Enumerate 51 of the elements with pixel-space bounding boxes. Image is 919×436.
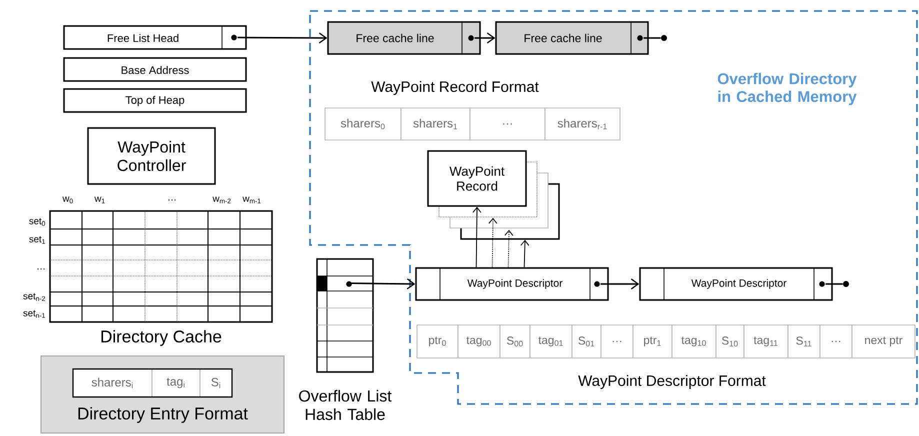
format-caption: WayPoint Record Format xyxy=(371,81,539,95)
format-field: ptr$_{0}$ xyxy=(416,324,458,358)
format-field: S$_{11}$ xyxy=(788,324,820,358)
format-field: S$_{00}$ xyxy=(500,324,530,358)
arrow xyxy=(472,206,482,268)
format-field: sharers$_{i}$ xyxy=(72,368,152,398)
column-label: w$_{m-1}$ xyxy=(242,196,261,204)
directory-cache-grid: Directory Cache xyxy=(49,210,273,346)
row-label: set$_{1}$ xyxy=(29,236,45,244)
row-label: set$_{0}$ xyxy=(29,218,46,226)
arrow xyxy=(504,230,514,268)
format-field: tag$_{00}$ xyxy=(458,324,500,358)
format-field: … xyxy=(470,108,546,140)
format-field: tag$_{01}$ xyxy=(530,324,572,358)
format-field: sharers$_{0}$ xyxy=(324,108,402,140)
format-field: sharers$_{r-1}$ xyxy=(544,108,620,140)
arrow xyxy=(351,278,416,290)
arrow xyxy=(238,32,328,44)
format-field: tag$_{11}$ xyxy=(744,324,788,358)
register-box: Base Address xyxy=(63,57,247,82)
format-field: … xyxy=(600,324,634,358)
row-label: … xyxy=(38,268,45,270)
format-field: tag$_{10}$ xyxy=(672,324,716,358)
format-caption: WayPoint Descriptor Format xyxy=(578,375,766,389)
format-field: tag$_{i}$ xyxy=(152,368,200,398)
row-label: set$_{n-2}$ xyxy=(23,293,45,301)
column-label: w$_{1}$ xyxy=(94,196,105,204)
hash-table: Overflow List Hash Table xyxy=(299,258,392,420)
format-field: S$_{01}$ xyxy=(572,324,602,358)
node-label: Directory Cache xyxy=(101,330,222,346)
column-label: … xyxy=(168,199,176,200)
format-field: ptr$_{1}$ xyxy=(632,324,672,358)
format-field: … xyxy=(820,324,852,358)
register-box: Free List Head xyxy=(63,25,247,50)
arrow xyxy=(520,240,530,268)
arrow xyxy=(488,218,498,268)
record-stack: WayPoint Record xyxy=(427,150,560,240)
descriptor-box: WayPoint Descriptor xyxy=(415,267,609,301)
format-field: next ptr xyxy=(852,324,916,358)
arrow xyxy=(600,278,640,290)
controller-box: WayPoint Controller xyxy=(87,127,216,185)
arrow xyxy=(474,32,496,44)
column-label: w$_{m-2}$ xyxy=(212,196,231,204)
row-label: set$_{n-1}$ xyxy=(23,310,45,318)
register-box: Top of Heap xyxy=(63,88,247,113)
node-label: Overflow List Hash Table xyxy=(299,390,392,420)
column-label: w$_{0}$ xyxy=(62,196,73,204)
format-field: S$_{10}$ xyxy=(716,324,744,358)
format-field: S$_{i}$ xyxy=(200,368,232,398)
format-field: sharers$_{1}$ xyxy=(400,108,470,140)
descriptor-box: WayPoint Descriptor xyxy=(639,267,833,301)
